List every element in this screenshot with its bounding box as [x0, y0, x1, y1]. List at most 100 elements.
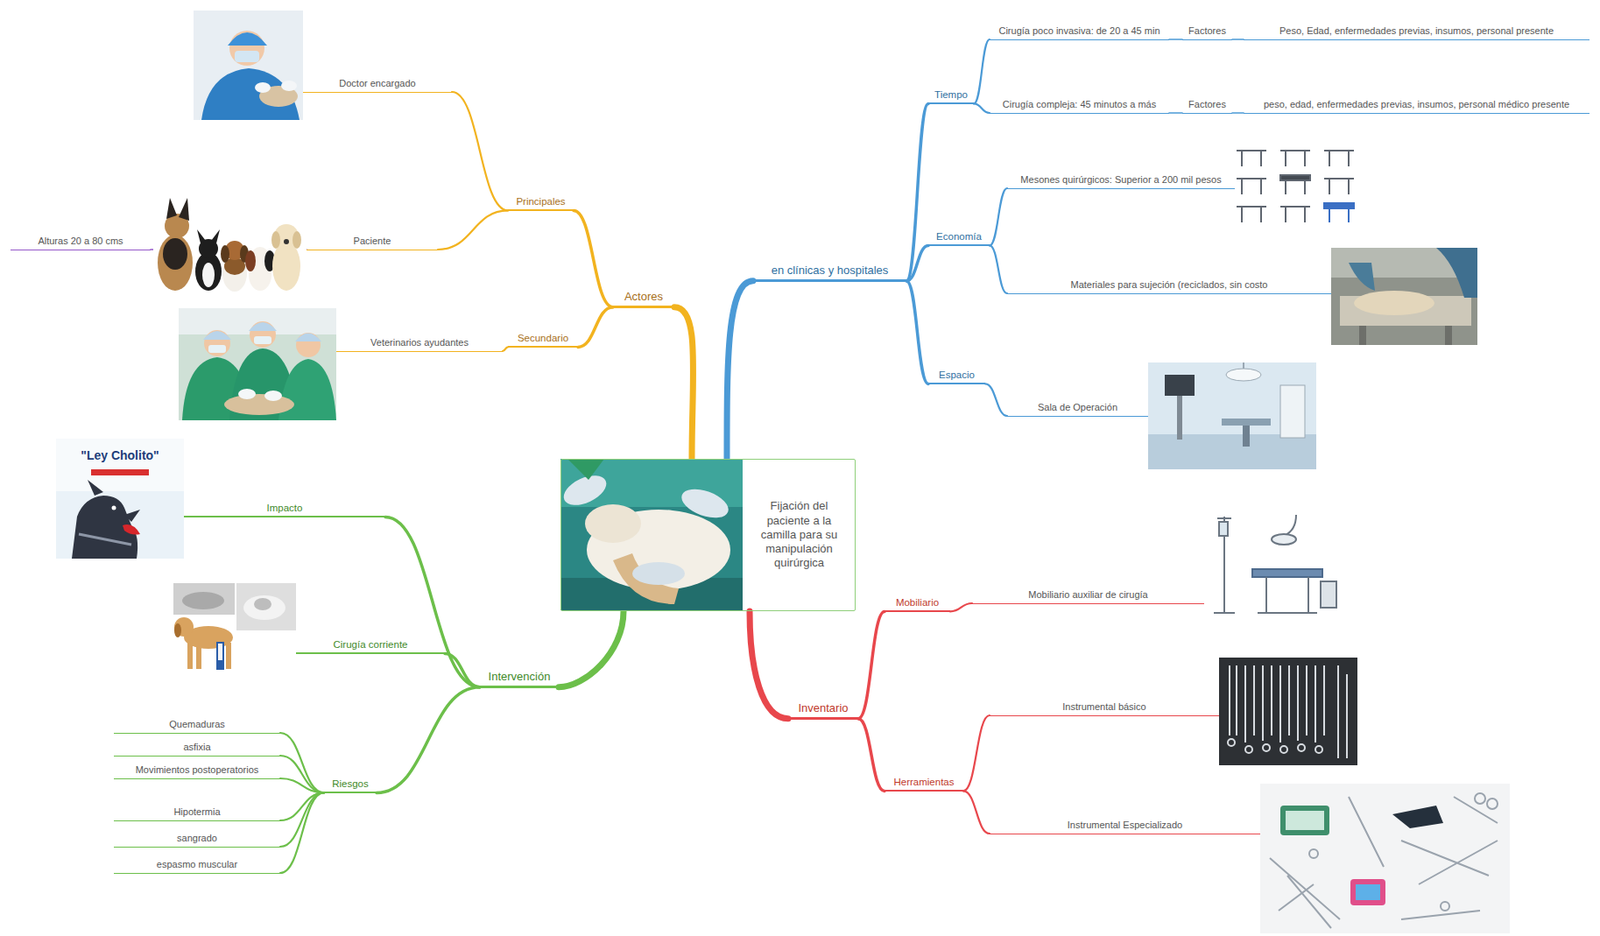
- branch-connector: [906, 281, 929, 385]
- center-photo-part: [585, 504, 642, 543]
- dogs-photo: [153, 193, 307, 292]
- doctor-photo: [193, 10, 304, 120]
- surgical-tables-part: [1324, 178, 1354, 195]
- topic-text: Intervención: [488, 669, 551, 684]
- specialized-instruments-photo-part: [1280, 805, 1330, 836]
- law-poster-part: [91, 469, 149, 476]
- specialized-instruments-photo: [1260, 783, 1510, 934]
- branch-topic: Secundario: [507, 331, 578, 348]
- center-photo-part: [632, 562, 685, 586]
- topic-text: Inventario: [797, 701, 848, 716]
- basic-instruments-photo-part-part: [1297, 744, 1305, 752]
- law-poster-part: [78, 534, 132, 545]
- dogs-photo-part-part: [202, 262, 215, 288]
- topic-text: Cirugía compleja: 45 minutos a más: [1002, 98, 1156, 112]
- basic-instruments-photo-part: [1227, 665, 1347, 759]
- dogs-photo-part-part: [157, 234, 193, 291]
- veterinarians-photo-part: [238, 388, 256, 400]
- central-topic: Fijación del paciente a la camilla para …: [560, 458, 856, 612]
- topic-text: peso, edad, enfermedades previas, insumo…: [1263, 98, 1570, 112]
- topic-text: Veterinarios ayudantes: [370, 337, 469, 350]
- branch-connector: [749, 611, 789, 719]
- restraint-photo-part: [1359, 325, 1367, 346]
- furniture-photo-part: [1257, 577, 1318, 614]
- branch-topic: Cirugía poco invasiva: de 20 a 45 min: [989, 24, 1170, 41]
- branch-connector: [906, 103, 929, 281]
- dogs-photo-part-part: [162, 238, 188, 270]
- veterinarians-photo-part: [253, 336, 272, 345]
- branch-topic: Alturas 20 a 80 cms: [10, 234, 151, 251]
- operating-room-photo: [1148, 362, 1317, 470]
- surgical-tables-part: [1280, 150, 1311, 167]
- specialized-instruments-photo-part: [1269, 793, 1498, 929]
- specialized-instruments-photo-part-part: [1474, 793, 1486, 804]
- topic-text: Cirugía poco invasiva: de 20 a 45 min: [998, 25, 1160, 38]
- surgical-tables-part: [1236, 206, 1267, 223]
- law-poster: [56, 438, 184, 559]
- operating-room-photo-part: [1242, 362, 1245, 369]
- dogs-photo-part-part: [197, 229, 206, 244]
- branch-connector: [963, 790, 990, 834]
- branch-topic: Mobiliario: [884, 595, 951, 613]
- topic-text: Herramientas: [893, 775, 954, 789]
- branch-connector: [985, 383, 1008, 416]
- branch-topic: Sala de Operación: [1007, 401, 1149, 417]
- veterinarians-photo-part: [208, 345, 226, 353]
- veterinarians-photo-part: [203, 331, 232, 340]
- branch-topic: Herramientas: [884, 775, 964, 792]
- branch-connector: [280, 733, 325, 793]
- doctor-photo-part: [234, 50, 260, 63]
- branch-connector: [437, 210, 508, 250]
- surgical-tables-part: [1324, 203, 1354, 209]
- topic-text: asfixia: [183, 741, 211, 755]
- branch-topic: Instrumental Especializado: [989, 818, 1261, 835]
- surgical-tables-part: [1236, 178, 1267, 195]
- branch-topic: Tiempo: [928, 87, 974, 105]
- surgical-tables: [1236, 150, 1354, 223]
- branch-topic: Paciente: [306, 234, 438, 251]
- restraint-photo: [1331, 247, 1478, 346]
- operating-room-photo-part: [1221, 418, 1271, 426]
- dogs-photo-part-part: [178, 197, 190, 221]
- law-poster-part: [112, 506, 117, 511]
- doctor-photo-part: [281, 80, 297, 92]
- center-photo-part: [567, 458, 605, 480]
- branch-connector: [973, 39, 990, 104]
- branch-topic: Hipotermia: [113, 805, 281, 822]
- branch-topic: Instrumental básico: [989, 700, 1220, 717]
- surgery-photo-part: [217, 642, 224, 670]
- surgery-photo-part: [253, 598, 272, 611]
- central-topic-text: Fijación del paciente a la camilla para …: [752, 499, 846, 571]
- operating-room-photo-part: [1280, 385, 1305, 438]
- topic-text: Factores: [1188, 25, 1227, 38]
- topic-text: Quemaduras: [169, 718, 226, 732]
- operating-room-photo-part: [1148, 434, 1317, 470]
- dogs-photo-part: [245, 246, 275, 291]
- doctor-photo-part: [227, 32, 268, 46]
- dogs-photo-part-part: [272, 241, 301, 291]
- dogs-photo-part: [271, 224, 302, 291]
- furniture-photo-part: [1252, 569, 1323, 578]
- veterinarians-photo-part: [178, 308, 337, 421]
- specialized-instruments-photo-part: [1285, 810, 1325, 831]
- branch-connector: [280, 755, 325, 793]
- surgical-tables-part: [1329, 208, 1349, 223]
- law-poster-part: [124, 509, 141, 522]
- topic-text: Hipotermia: [173, 806, 220, 819]
- topic-text: Movimientos postoperatorios: [135, 764, 260, 777]
- branch-topic: Intervención: [479, 669, 559, 689]
- topic-text: Mesones quirúrgicos: Superior a 200 mil …: [1020, 174, 1221, 187]
- furniture-photo-part: [1283, 514, 1297, 536]
- doctor-photo-part: [193, 10, 304, 120]
- branch-topic: Doctor encargado: [303, 77, 452, 93]
- doctor-photo-part: [201, 68, 300, 120]
- specialized-instruments-photo-part: [1260, 783, 1510, 934]
- surgery-photo-part: [187, 642, 193, 670]
- specialized-instruments-photo-part-part: [1309, 849, 1319, 859]
- furniture-photo-part: [1204, 510, 1342, 623]
- specialized-instruments-photo-part-part: [1440, 902, 1450, 911]
- branch-topic: Peso, Edad, enfermedades previas, insumo…: [1243, 24, 1590, 41]
- dogs-photo-part-part: [292, 231, 302, 249]
- branch-connector: [1232, 112, 1244, 114]
- branch-connector: [973, 103, 990, 113]
